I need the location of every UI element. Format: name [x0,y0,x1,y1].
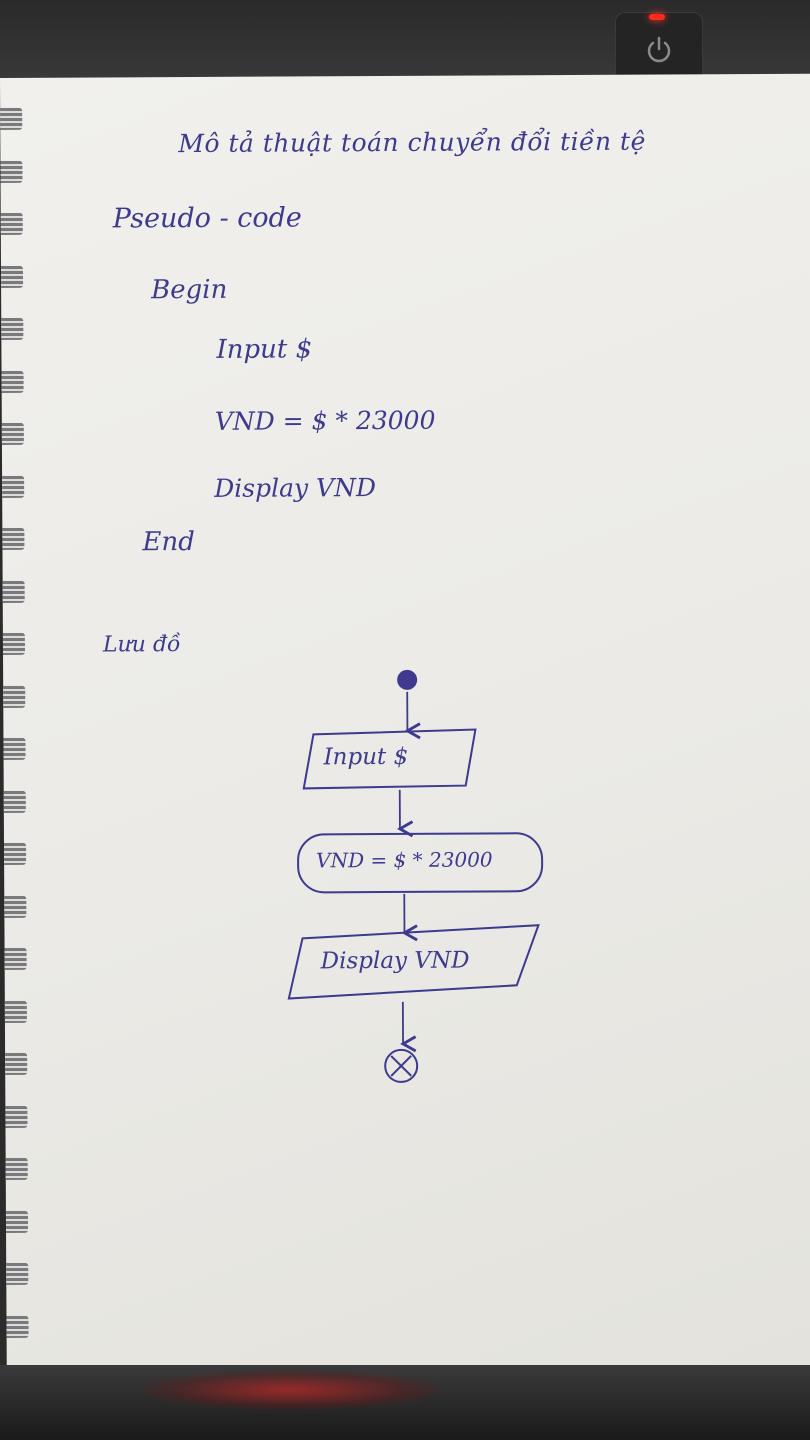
power-icon [647,36,671,63]
flow-step-process: VND = $ * 23000 [316,847,493,873]
power-button[interactable] [615,12,703,84]
start-node [397,669,418,690]
flow-step-input: Input $ [323,743,409,771]
flow-display-shape [287,924,540,1000]
red-light-reflection [140,1370,440,1410]
flow-step-display: Display VND [320,947,470,975]
flowchart-diagram [287,669,544,1083]
notebook-page: Mô tả thuật toán chuyển đổi tiền tệ Pseu… [0,73,810,1383]
end-node [384,1048,419,1083]
flow-input-shape [302,728,477,790]
power-led-indicator [649,14,665,20]
flow-process-shape [297,832,544,894]
